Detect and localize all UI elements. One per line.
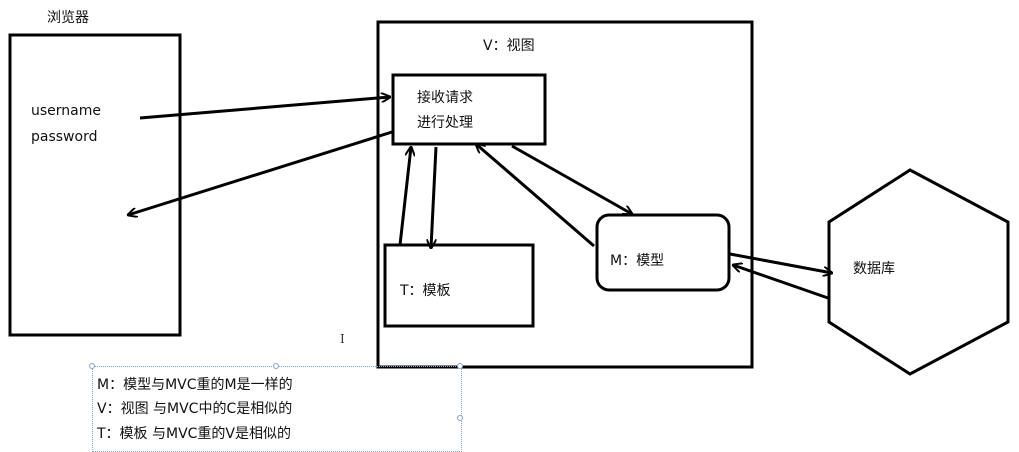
database-label: 数据库: [853, 261, 895, 277]
model-box: [595, 213, 731, 292]
browser-title: 浏览器: [47, 10, 89, 26]
template-label: T：模板: [400, 283, 451, 299]
text-cursor-icon: I: [340, 332, 345, 346]
view-box: [376, 20, 754, 369]
resize-handle-top-right[interactable]: [457, 363, 463, 369]
resize-handle-top-left[interactable]: [89, 363, 95, 369]
database-hexagon: [827, 168, 1010, 376]
request-line-1: 接收请求: [417, 90, 473, 106]
password-label: password: [31, 129, 98, 145]
request-box: [391, 73, 547, 146]
arrow-database-to-model: [733, 265, 829, 300]
resize-handle-top-center[interactable]: [273, 363, 279, 369]
arrow-model-to-database: [729, 252, 832, 273]
note-view: V：视图 与MVC中的C是相似的: [97, 401, 293, 417]
arrow-request-to-model: [511, 144, 632, 214]
note-model: M：模型与MVC重的M是一样的: [97, 377, 293, 393]
username-label: username: [31, 103, 101, 119]
arrow-template-to-request: [398, 147, 411, 246]
template-box: [383, 243, 535, 328]
arrow-request-to-browser: [128, 130, 393, 215]
model-label: M：模型: [610, 253, 665, 269]
arrow-browser-to-request: [139, 97, 390, 120]
view-title: V：视图: [483, 38, 535, 54]
note-template: T：模板 与MVC重的V是相似的: [97, 426, 292, 442]
resize-handle-right[interactable]: [457, 415, 463, 421]
request-line-2: 进行处理: [417, 115, 473, 131]
notes-textbox[interactable]: M：模型与MVC重的M是一样的 V：视图 与MVC中的C是相似的 T：模板 与M…: [92, 366, 462, 452]
arrow-request-to-template: [431, 146, 438, 248]
browser-box: [8, 33, 182, 337]
arrow-model-to-request: [476, 144, 595, 248]
